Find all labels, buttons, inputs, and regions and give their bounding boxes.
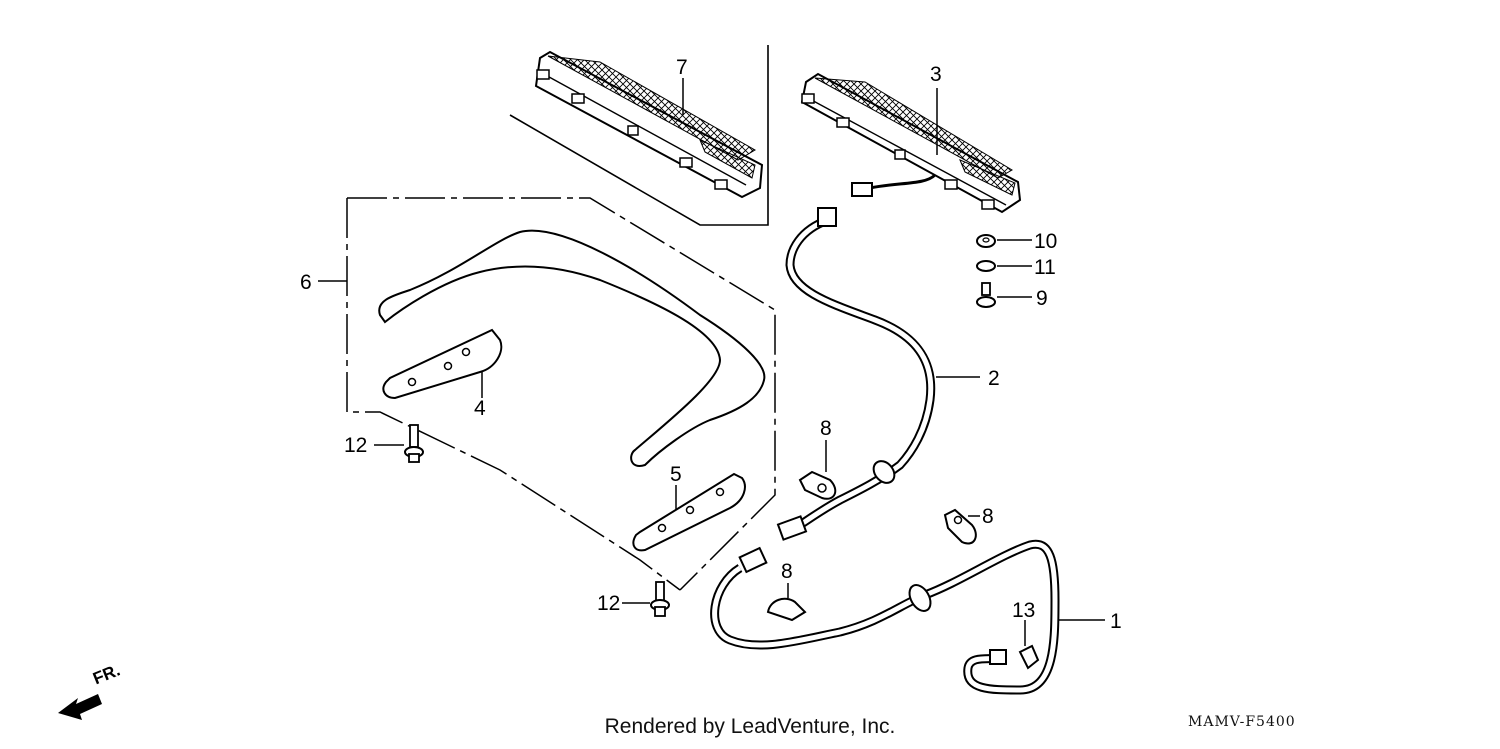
part-1-wire-harness[interactable] <box>710 539 1105 695</box>
part-10-nut[interactable] <box>976 234 1032 248</box>
callout-12-a: 12 <box>344 434 367 457</box>
callout-2: 2 <box>988 367 1000 390</box>
part-11-washer[interactable] <box>976 260 1032 272</box>
part-7-brake-light-inset[interactable] <box>509 45 769 226</box>
part-8-clamp-a[interactable] <box>798 440 837 500</box>
callout-6: 6 <box>300 271 312 294</box>
callout-8-a: 8 <box>820 417 832 440</box>
callout-4: 4 <box>474 397 486 420</box>
callout-1: 1 <box>1110 610 1122 633</box>
footer-credit: Rendered by LeadVenture, Inc. <box>604 715 896 738</box>
part-12-bolt-upper[interactable] <box>374 424 424 463</box>
part-8-clamp-c[interactable] <box>766 583 807 622</box>
callout-3: 3 <box>930 63 942 86</box>
part-5-grip-plate[interactable] <box>632 472 746 552</box>
part-2-wire-harness[interactable] <box>776 207 980 541</box>
callout-11: 11 <box>1034 256 1056 279</box>
callout-8-c: 8 <box>781 560 793 583</box>
diagram-code: MAMV-F5400 <box>1188 714 1296 730</box>
part-8-clamp-b[interactable] <box>943 508 980 545</box>
callout-7: 7 <box>676 56 688 79</box>
part-3-brake-light[interactable] <box>800 72 1022 214</box>
part-9-screw[interactable] <box>976 282 1032 308</box>
callout-5: 5 <box>670 463 682 486</box>
part-6-grab-rail[interactable] <box>318 197 776 591</box>
callout-9: 9 <box>1036 287 1048 310</box>
callout-12-b: 12 <box>597 592 620 615</box>
callout-10: 10 <box>1034 230 1057 253</box>
callout-8-b: 8 <box>982 505 994 528</box>
part-13-clip[interactable] <box>1018 620 1040 670</box>
front-arrow-icon <box>58 694 102 720</box>
callout-13: 13 <box>1012 599 1035 622</box>
part-12-bolt-lower[interactable] <box>622 581 670 617</box>
part-4-grip-plate[interactable] <box>382 328 503 400</box>
